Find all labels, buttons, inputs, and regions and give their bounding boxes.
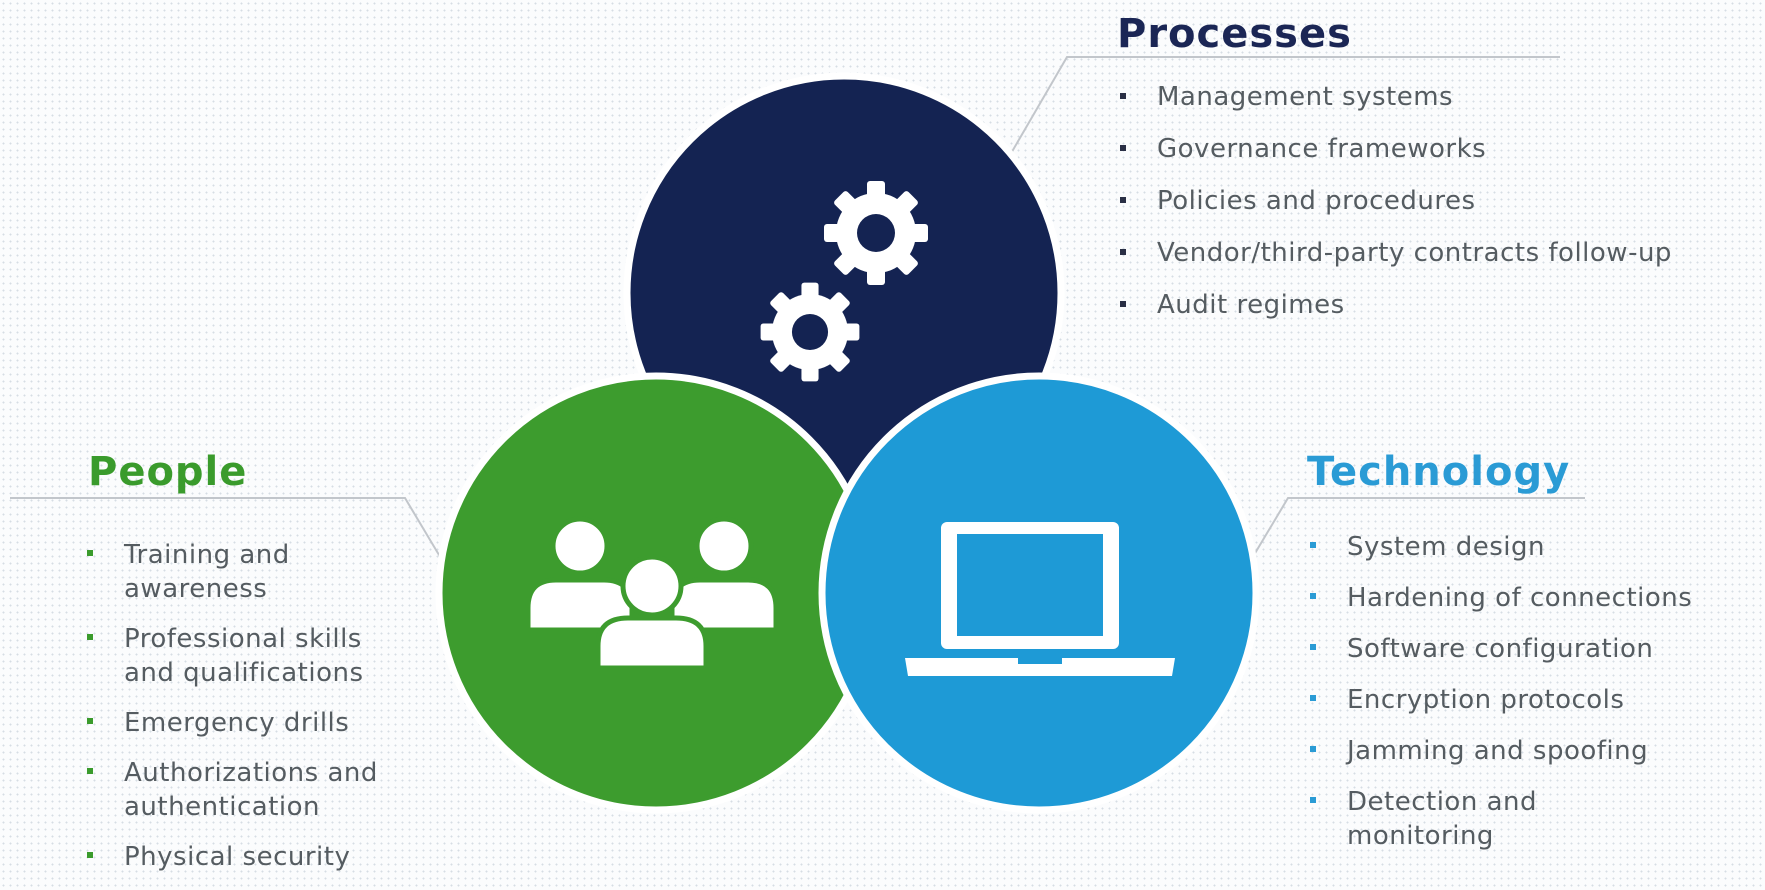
processes-list-item: Audit regimes: [1117, 288, 1672, 340]
laptop-icon: [905, 522, 1175, 676]
processes-heading: Processes: [1117, 11, 1352, 57]
people-list-item: Training and awareness: [84, 538, 378, 606]
people-heading: People: [88, 449, 248, 495]
people-list-item: Emergency drills: [84, 706, 378, 740]
technology-heading: Technology: [1307, 449, 1571, 495]
gears-icon: [760, 181, 928, 382]
processes-list-item: Management systems: [1117, 80, 1672, 132]
people-list-item: Physical security: [84, 840, 378, 874]
people-list-item: Professional skills and qualifications: [84, 622, 378, 690]
technology-list-item: Hardening of connections: [1307, 581, 1692, 615]
technology-list-item-line: Jamming and spoofing: [1347, 736, 1649, 766]
leader-lines: [10, 56, 1585, 566]
technology-list-item: System design: [1307, 530, 1692, 564]
people-list-item-line: Professional skills: [124, 624, 362, 654]
technology-leader-line: [1247, 497, 1585, 566]
people-list-item-line: Training and: [124, 540, 290, 570]
people-group-icon: [525, 516, 779, 671]
people-list-item: Authorizations and authentication: [84, 756, 378, 824]
technology-list-item: Detection and monitoring: [1307, 785, 1692, 853]
technology-list-item-line: Hardening of connections: [1347, 583, 1693, 613]
people-leader-line: [10, 497, 446, 566]
people-list-item-line: awareness: [124, 574, 268, 604]
processes-list-item: Policies and procedures: [1117, 184, 1672, 236]
technology-list-item-line: Encryption protocols: [1347, 685, 1625, 715]
technology-list-item: Jamming and spoofing: [1307, 734, 1692, 768]
technology-list-item-line: Detection and: [1347, 787, 1537, 817]
processes-leader-line: [1005, 56, 1560, 163]
people-list-item-line: Authorizations and: [124, 758, 378, 788]
people-list-item-line: Physical security: [124, 842, 351, 872]
people-list-item-line: and qualifications: [124, 658, 364, 688]
technology-list-item-line: System design: [1347, 532, 1545, 562]
processes-list-item: Vendor/third-party contracts follow-up: [1117, 236, 1672, 288]
people-list-item-line: Emergency drills: [124, 708, 350, 738]
technology-list-item-line: Software configuration: [1347, 634, 1654, 664]
technology-list-item: Encryption protocols: [1307, 683, 1692, 717]
people-list-item-line: authentication: [124, 792, 321, 822]
processes-list-item: Governance frameworks: [1117, 132, 1672, 184]
technology-list-item: Software configuration: [1307, 632, 1692, 666]
technology-list-item-line: monitoring: [1347, 821, 1494, 851]
